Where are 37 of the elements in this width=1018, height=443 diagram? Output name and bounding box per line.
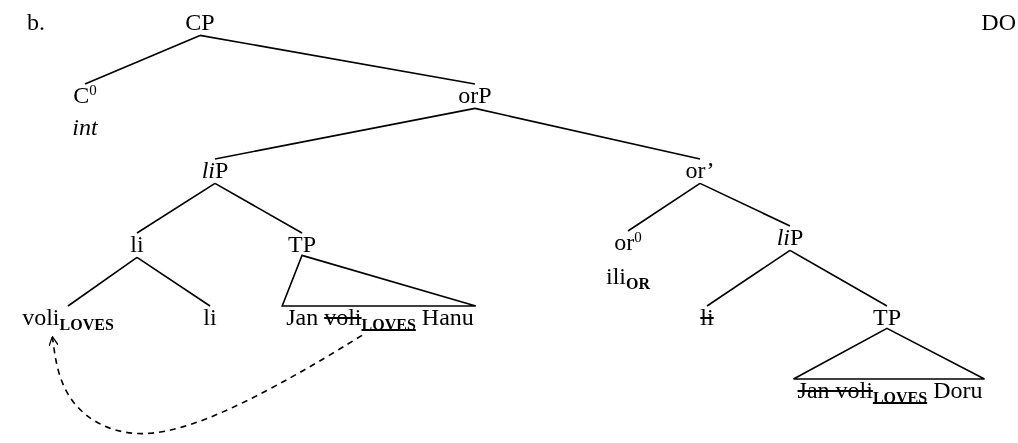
tree-branch (706, 249, 791, 307)
category-label: li (203, 304, 217, 331)
tree-branch (474, 107, 701, 160)
terminal-word: Jan (286, 304, 319, 331)
terminal-word: voli$_{LOVES}$ (324, 304, 416, 334)
triangle-branch (792, 327, 986, 380)
category-label: TP (288, 231, 316, 258)
tree-branch (699, 182, 791, 227)
category-label: or$^{0}$ (613, 229, 643, 256)
category-label: DO (981, 9, 1016, 36)
category-label: or’ (685, 157, 715, 184)
tree-branch (214, 182, 303, 234)
tree-branch (789, 249, 888, 307)
category-label: liP (201, 157, 229, 184)
terminal-word: Hanu (421, 304, 474, 331)
triangle-branch (281, 254, 477, 307)
terminal-word: ili$_{OR}$ (606, 263, 650, 293)
category-label: li (700, 304, 714, 331)
terminal-word: int (72, 114, 98, 141)
tree-branch (627, 182, 701, 232)
category-label: TP (873, 304, 901, 331)
tree-branch (199, 34, 476, 85)
tree-branch (67, 256, 138, 307)
tree-branch (136, 182, 216, 234)
category-label: CP (185, 9, 215, 36)
category-label: liP (776, 224, 804, 251)
example-label: b. (27, 9, 45, 36)
movement-arrow (48, 334, 363, 435)
category-label: orP (458, 82, 492, 109)
tree-branch (84, 34, 201, 85)
terminal-word: voli$_{LOVES}$ (22, 304, 114, 334)
terminal-word: Jan voli$_{LOVES}$ (797, 377, 928, 407)
tree-branch (214, 107, 476, 160)
terminal-word: Doru (933, 377, 983, 404)
category-label: li (130, 231, 144, 258)
tree-branch (136, 256, 211, 307)
category-label: C$^{0}$ (72, 82, 98, 109)
